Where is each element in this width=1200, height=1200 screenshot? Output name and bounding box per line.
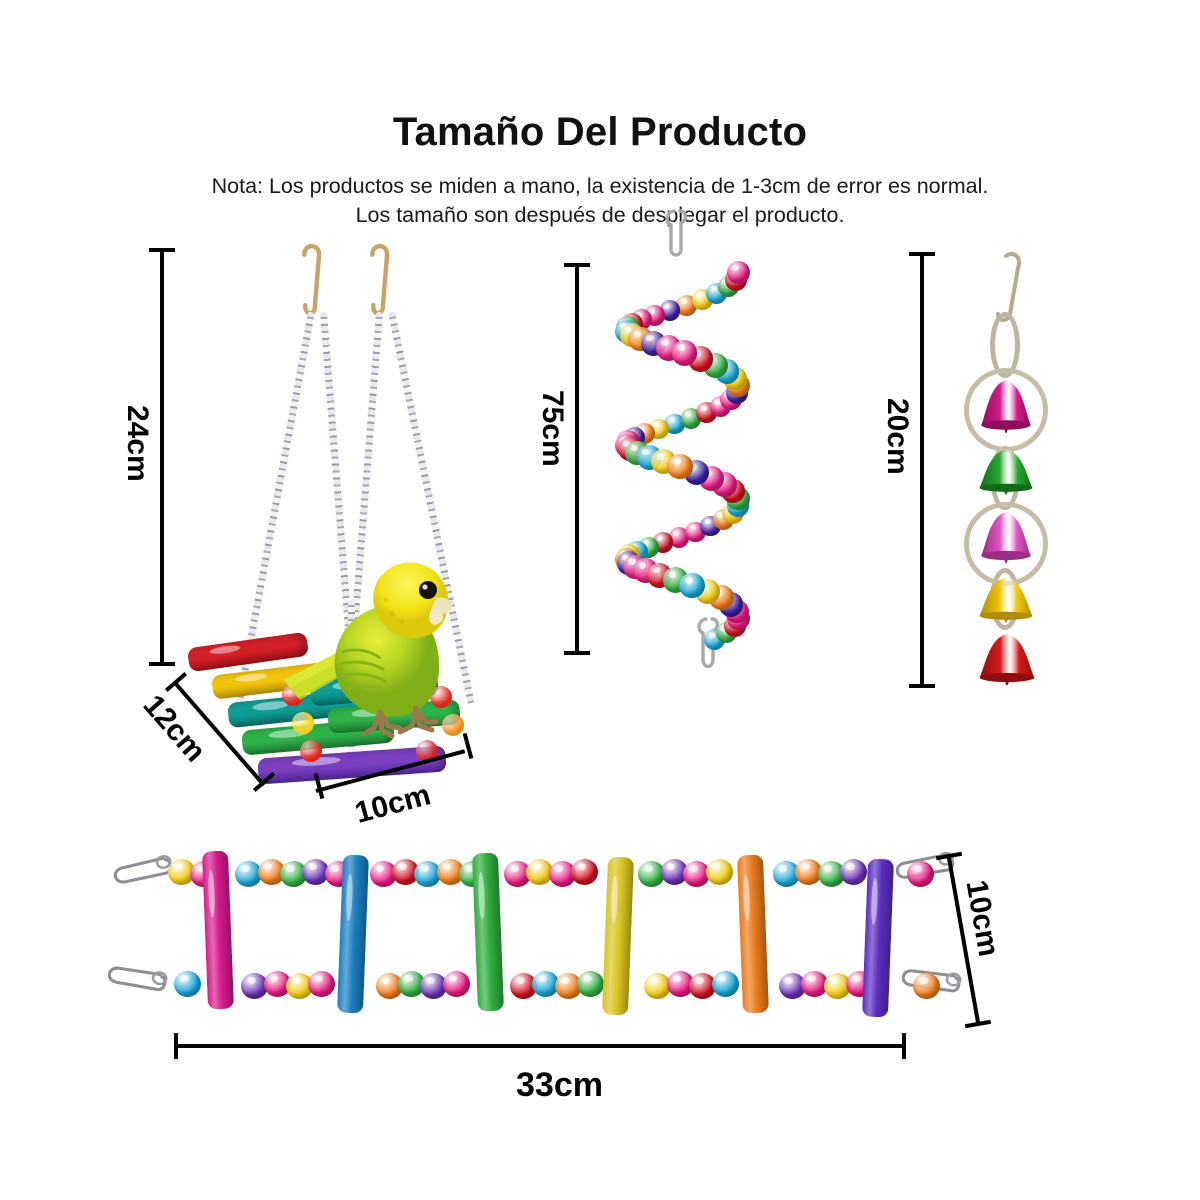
ladder-clip-bottom-right	[901, 969, 962, 993]
bell-yellow	[979, 577, 1033, 623]
spiral-bead-49	[668, 527, 690, 548]
ladder-bead-r1-31	[840, 859, 867, 885]
ladder-bead-r2-7	[308, 971, 336, 997]
note-line-2: Los tamaño son después de desplegar el p…	[355, 203, 845, 227]
spiral-top-clip	[665, 209, 688, 257]
product-ladder	[107, 845, 962, 1045]
swing-bead-4	[430, 686, 452, 708]
bell-pink	[981, 511, 1031, 564]
note-line-1: Nota: Los productos se miden a mano, la …	[211, 174, 989, 198]
swing-bead-2	[292, 712, 314, 734]
ladder-rung-1	[201, 850, 235, 1010]
ladder-rung-4	[601, 856, 635, 1016]
bell-red	[979, 633, 1035, 686]
spiral-bead-17	[671, 340, 698, 366]
dimension-75cm-label: 75cm	[536, 390, 569, 467]
product-spiral-toy	[595, 209, 775, 669]
ladder-bead-r1-34	[907, 861, 935, 887]
spiral-bead-6	[676, 295, 697, 316]
page-title: Tamaño Del Producto	[392, 110, 808, 154]
ladder-rung-6	[861, 858, 895, 1018]
ladder-bead-r2-23	[666, 971, 694, 997]
swing-hook-right	[370, 243, 390, 316]
swing-bead-3	[300, 740, 322, 762]
swing-bead-5	[442, 714, 464, 736]
bell-magenta	[981, 380, 1031, 434]
ladder-bead-r2-25	[711, 971, 739, 997]
dimension-10cm-swing-label: 10cm	[351, 778, 435, 830]
spiral-bottom-clip	[697, 617, 720, 669]
ladder-bead-r2-34	[913, 973, 941, 999]
ladder-bead-r2-19	[577, 971, 605, 997]
ladder-rung-3	[471, 852, 505, 1012]
ladder-bead-r2-13	[442, 971, 470, 997]
ladder-clip-bottom-left	[107, 966, 168, 992]
spiral-bead-60	[679, 572, 705, 599]
spiral-bead-28	[664, 413, 685, 435]
ladder-bead-r1-25	[705, 859, 733, 885]
spiral-bead-38	[667, 453, 693, 480]
dimension-10cm-ladder-label: 10cm	[959, 877, 1006, 959]
dimension-20cm-label: 20cm	[881, 398, 914, 475]
product-bell-toy	[940, 250, 1070, 700]
ladder-clip-top-right	[895, 851, 955, 879]
dimension-24cm-label: 24cm	[121, 405, 154, 482]
product-bird-swing	[180, 240, 500, 785]
budgie-bird	[284, 562, 453, 739]
spiral-bead-27	[680, 408, 702, 429]
ladder-rung-2	[336, 854, 370, 1014]
spiral-bead-1	[727, 261, 750, 284]
ladder-rung-5	[736, 854, 770, 1014]
ladder-bead-r2-1	[174, 971, 201, 997]
ladder-bead-r1-19	[571, 859, 599, 885]
swing-hook-left	[302, 243, 322, 316]
dimension-33cm-label: 33cm	[516, 1066, 603, 1104]
ladder-clip-top-left	[113, 854, 172, 884]
bell-green	[979, 449, 1033, 495]
measurement-note: Nota: Los productos se miden a mano, la …	[0, 172, 1200, 230]
